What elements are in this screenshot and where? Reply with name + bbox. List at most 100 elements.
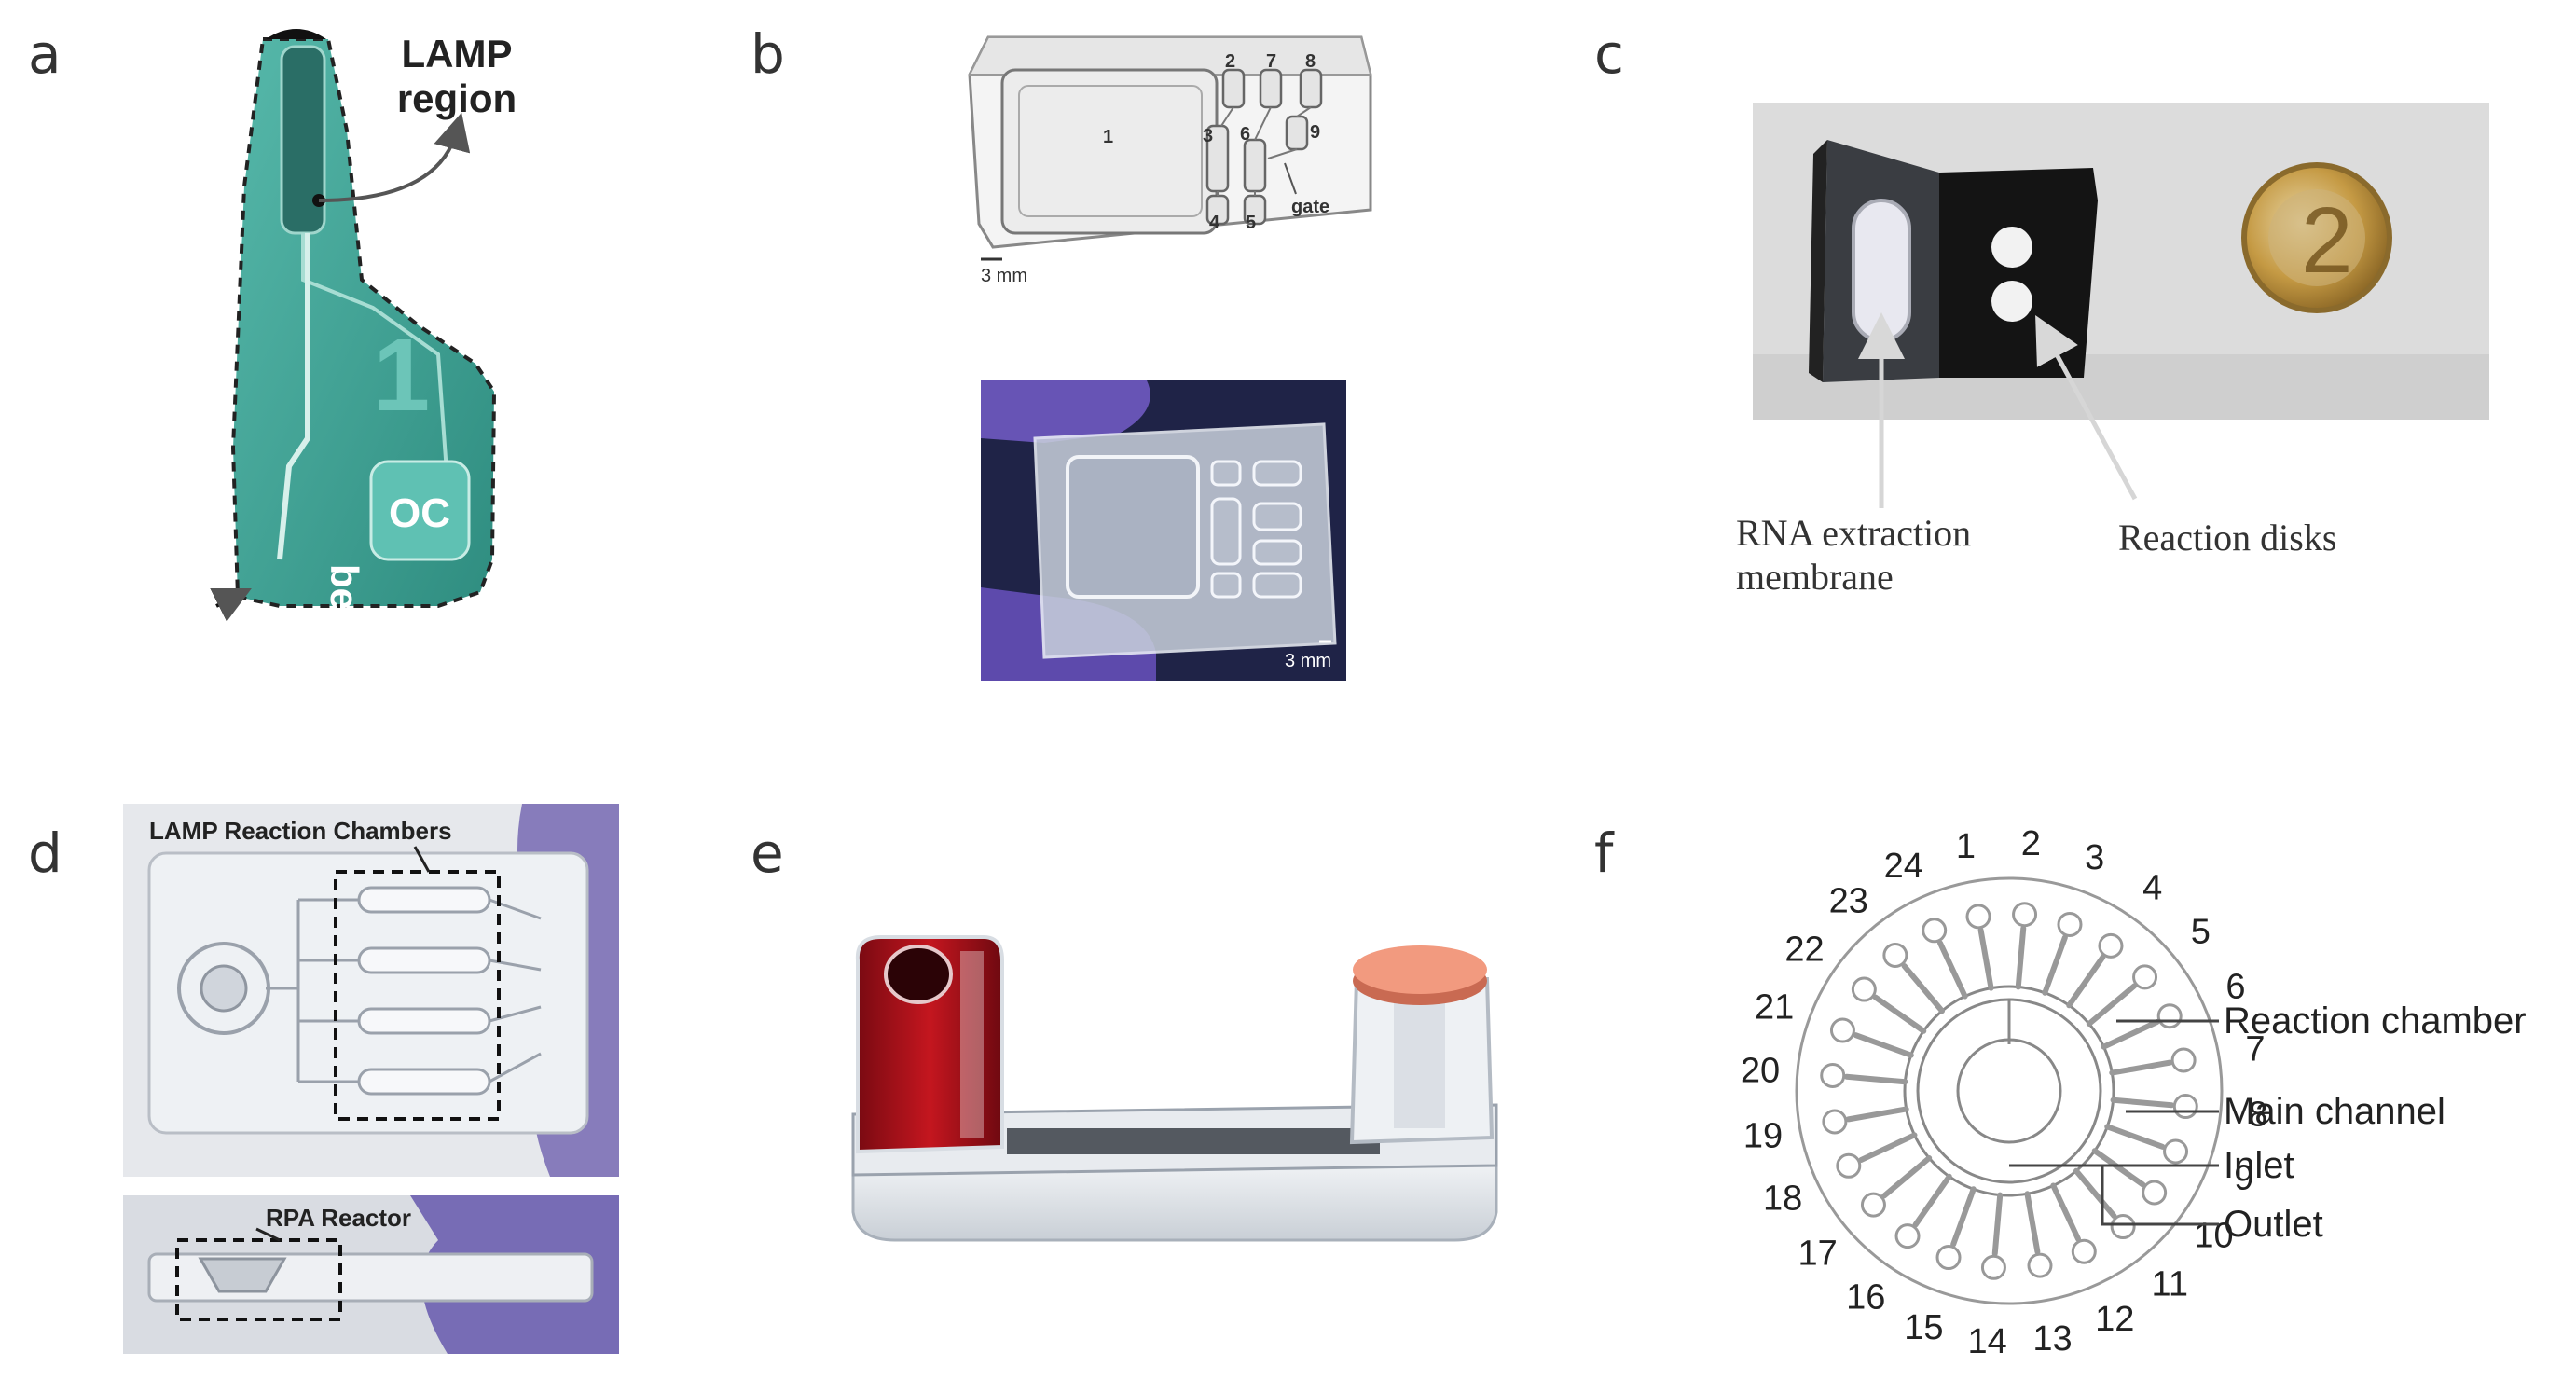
panel-b: b 1 2 3 4 5 6 7 8 9 [751,22,1372,681]
chip-side-channel [277,233,310,560]
reaction-chamber [2172,1094,2198,1120]
reaction-spoke [1977,927,1994,991]
reaction-chamber [2098,932,2124,959]
reaction-spoke [1901,962,1946,1014]
scale-label-bottom: 3 mm [1285,651,1331,671]
reaction-spoke [1950,1186,1977,1248]
lamp-pointer-arrow [318,112,471,202]
rpa-reactor-well [198,1257,287,1293]
lamp-chambers-box [334,870,501,1121]
reaction-chamber [2012,902,2038,928]
reaction-spoke [2104,1124,2166,1150]
reaction-spoke [1937,940,1968,1000]
corner-arrow [210,588,252,622]
reaction-chamber-label: Reaction chamber [2224,1000,2527,1042]
panel-label-c: c [1594,22,1624,86]
chamber-number: 20 [1741,1052,1780,1091]
reaction-spoke [2073,1167,2117,1220]
chamber-number: 12 [2095,1300,2134,1339]
schematic-num-2: 2 [1225,51,1235,72]
chamber-number: 7 [2245,1029,2265,1069]
chamber-number: 21 [1755,987,1794,1027]
schematic-num-5: 5 [1246,213,1256,233]
orange-cap [1353,945,1487,994]
rpa-reactor-box [175,1238,342,1321]
chamber-number: 13 [2032,1319,2072,1359]
chamber-number: 6 [2225,968,2245,1007]
reaction-spoke [2050,1182,2081,1242]
rna-membrane-window [1852,199,1911,342]
chip-top-cap [266,29,326,39]
main-channel-label: Main channel [2224,1091,2445,1132]
reaction-spoke [1912,1173,1952,1228]
scale-label-top: 3 mm [981,266,1027,286]
outlet-label: Outlet [2224,1204,2323,1245]
schematic-num-6: 6 [1240,124,1250,145]
lamp-label-line1: LAMP [402,32,513,76]
chamber-number: 2 [2021,824,2041,863]
reaction-chamber [2163,1138,2189,1165]
reaction-chamber [2057,911,2083,937]
panel-label-e: e [751,821,784,885]
reaction-chamber [2142,1180,2168,1206]
schematic-num-4: 4 [1209,213,1220,233]
schematic-num-7: 7 [1266,51,1276,72]
disc-outline [1795,876,2224,1305]
reaction-spoke [1845,1106,1909,1123]
reaction-chamber [1860,1192,1886,1218]
device-channel [1007,1128,1380,1154]
schematic-main-well [1000,68,1219,235]
reaction-spoke [1853,1032,1914,1058]
reaction-spokes [1820,902,2198,1280]
reaction-chamber [1836,1152,1862,1179]
schematic-num-3: 3 [1203,126,1213,146]
chamber-number: 4 [2142,868,2162,907]
schematic-num-1: 1 [1103,127,1113,147]
chamber-number: 18 [1763,1179,1802,1218]
reaction-spoke [2066,954,2106,1009]
chamber-number: 3 [2085,838,2104,877]
lamp-chambers [357,886,491,1096]
reaction-spoke [1880,1154,1933,1199]
reaction-spoke [2086,983,2138,1028]
chamber-number: 1 [1956,827,1976,866]
panel-e: e [751,821,1498,1242]
center-hub [1956,1038,2062,1144]
reaction-chamber [2071,1238,2097,1264]
reaction-chamber [1851,976,1877,1002]
lamp-chambers-label: LAMP Reaction Chambers [149,817,452,845]
panel-d: d LAMP Reaction Chambers RPA Reactor [28,804,619,1354]
beads-label: beads [323,564,366,677]
rpa-pointer [255,1227,281,1242]
reaction-spoke [2015,925,2027,990]
schematic-main-well-inner [1018,85,1203,217]
schematic-channels [1217,106,1312,196]
reaction-spoke [1991,1192,2004,1257]
reaction-disk-2 [1991,281,2032,322]
reaction-chamber [1882,942,1908,968]
reaction-chamber [1822,1109,1848,1135]
schematic-num-8: 8 [1305,51,1316,72]
reaction-chamber [2132,964,2158,990]
device-base-bottom [851,1154,1498,1242]
photo-chambers [1210,460,1302,599]
clear-reservoir-core [1394,988,1445,1128]
reaction-chamber [1820,1062,1846,1088]
reaction-spoke [2109,1059,2173,1076]
distribution-channel [266,898,359,1083]
reaction-chamber [2110,1214,2136,1240]
membrane-card-edge [1809,140,1827,382]
chip-digit: 1 [373,318,430,433]
rpa-label: RPA Reactor [266,1204,411,1232]
chip-channel [301,233,449,486]
reaction-chamber [1829,1017,1855,1043]
chamber-number: 17 [1798,1234,1838,1273]
lamp-label-line2: region [397,76,517,120]
disks-label: Reaction disks [2118,517,2336,559]
disks-pointer [2035,315,2138,501]
reaction-chamber [2156,1003,2183,1029]
reaction-chamber [1894,1223,1921,1249]
reaction-chamber [1965,904,1991,930]
